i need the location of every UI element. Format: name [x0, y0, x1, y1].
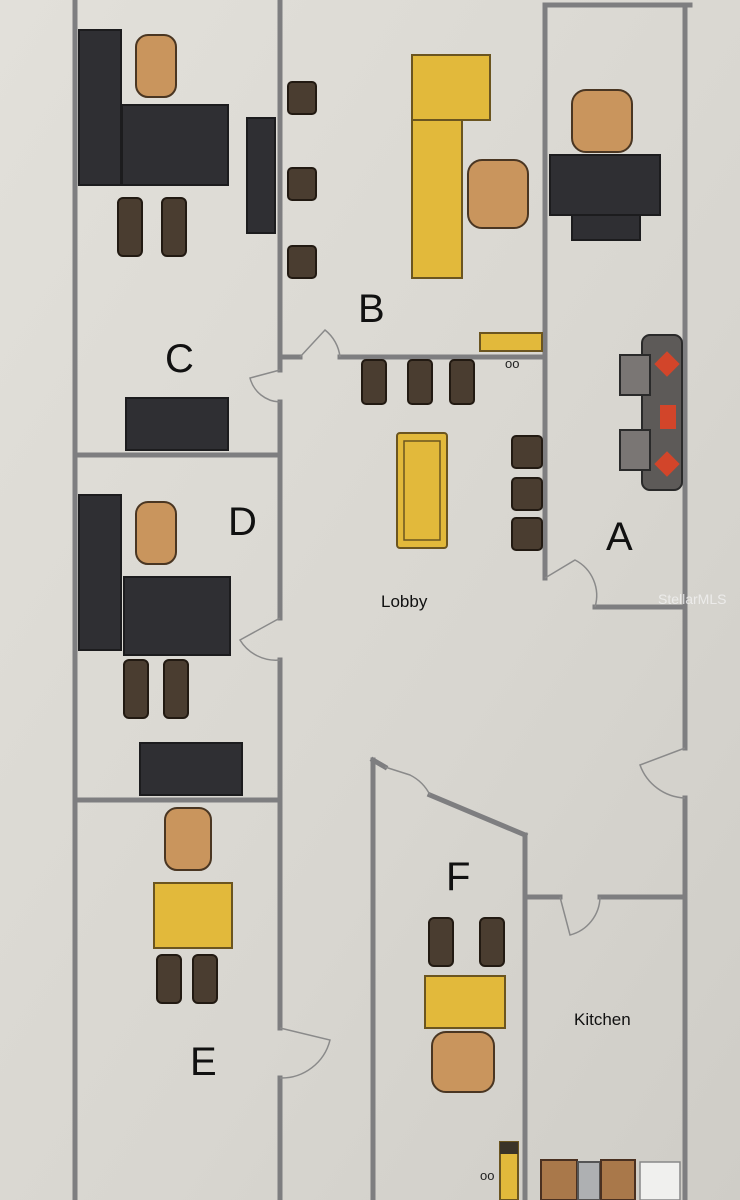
credenza: [78, 494, 122, 651]
lobby-chair: [511, 477, 543, 511]
cabinet: [540, 1159, 578, 1200]
lobby-chair: [449, 359, 475, 405]
room-label-d: D: [228, 500, 257, 544]
office-d-furniture: [78, 494, 243, 796]
desk-return: [411, 54, 491, 121]
desk: [121, 104, 229, 186]
guest-chair: [479, 917, 505, 967]
room-label-c: C: [165, 337, 194, 381]
pillow: [654, 451, 680, 477]
kitchen-furniture: [540, 1159, 681, 1200]
desk: [424, 975, 506, 1029]
pillow: [660, 405, 676, 429]
office-e-furniture: [153, 807, 233, 1004]
guest-chair: [428, 917, 454, 967]
cabinet: [600, 1159, 636, 1200]
office-chair: [467, 159, 529, 229]
outlet-mark: oo: [480, 1168, 494, 1183]
guest-chair: [287, 167, 317, 201]
guest-chair: [163, 659, 189, 719]
counter: [479, 332, 543, 352]
lobby-chair: [361, 359, 387, 405]
room-label-kitchen: Kitchen: [574, 1010, 631, 1029]
desk: [549, 154, 661, 216]
room-label-b: B: [358, 287, 385, 331]
office-a-furniture: [549, 89, 683, 491]
outlet-mark: oo: [505, 356, 519, 371]
office-chair: [431, 1031, 495, 1093]
side-table: [619, 429, 651, 471]
desk-return: [571, 214, 641, 241]
office-b-furniture: oo: [287, 54, 543, 371]
guest-chair: [117, 197, 143, 257]
side-table: [619, 354, 651, 396]
room-label-f: F: [446, 855, 470, 899]
office-c-furniture: [78, 29, 276, 451]
room-labels: C B A D E F Lobby Kitchen StellarMLS: [165, 287, 726, 1084]
office-chair: [135, 34, 177, 98]
walls: [72, 0, 693, 1200]
file-cabinet: [125, 397, 229, 451]
guest-chair: [287, 245, 317, 279]
sink: [577, 1161, 601, 1200]
office-chair: [571, 89, 633, 153]
doors: [238, 328, 686, 1079]
guest-chair: [192, 954, 218, 1004]
coffee-table: [396, 432, 448, 549]
refrigerator: [639, 1161, 681, 1200]
lobby-chair: [511, 435, 543, 469]
office-chair: [135, 501, 177, 565]
desk: [123, 576, 231, 656]
pillow: [654, 351, 680, 377]
desk: [411, 119, 463, 279]
watermark: StellarMLS: [658, 591, 726, 607]
guest-chair: [123, 659, 149, 719]
file-cabinet: [139, 742, 243, 796]
lobby-chair: [407, 359, 433, 405]
lobby-furniture: [361, 359, 543, 551]
room-label-a: A: [606, 515, 633, 559]
office-f-furniture: oo: [424, 917, 519, 1200]
guest-chair: [287, 81, 317, 115]
lobby-chair: [511, 517, 543, 551]
guest-chair: [161, 197, 187, 257]
credenza: [78, 29, 122, 186]
room-label-lobby: Lobby: [381, 592, 428, 611]
bookcase: [246, 117, 276, 234]
room-label-e: E: [190, 1040, 217, 1084]
office-chair: [164, 807, 212, 871]
guest-chair: [156, 954, 182, 1004]
desk: [153, 882, 233, 949]
